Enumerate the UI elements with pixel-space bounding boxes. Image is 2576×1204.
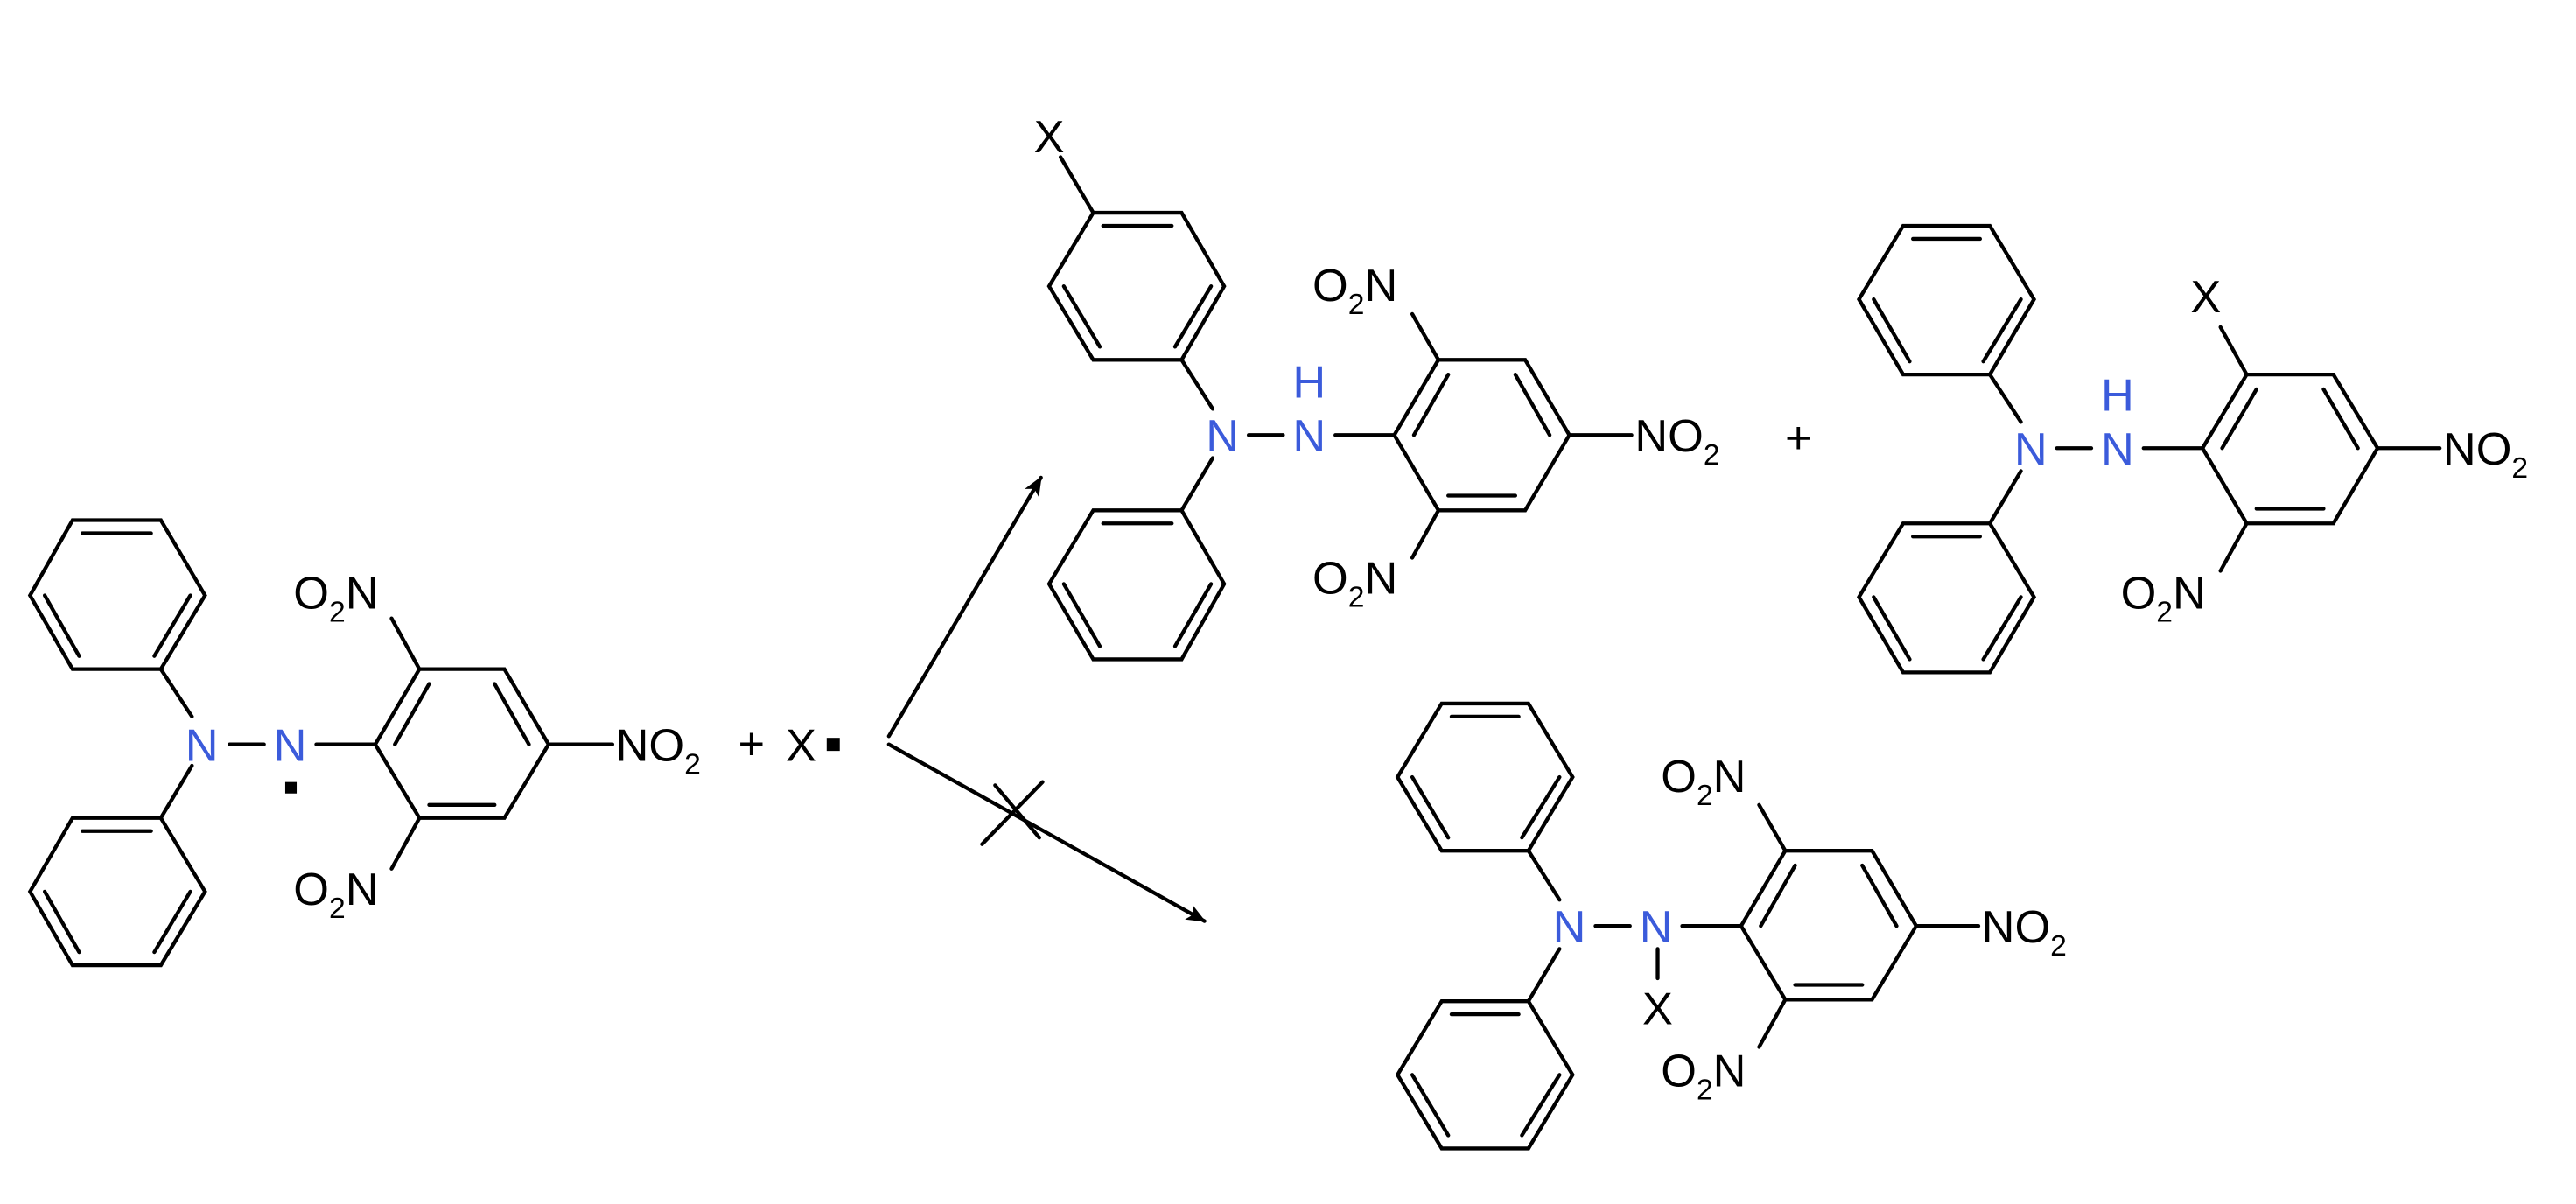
product-para-substituted: X N N H O2N O2N NO2 <box>1034 112 1720 662</box>
substituted-nitrogen-label: N <box>1640 902 1673 953</box>
amine-nitrogen-label: N <box>186 720 219 771</box>
phenyl-ring <box>1046 508 1227 662</box>
nitro-group-label: O2N <box>293 568 378 628</box>
product-picryl-substituted: N N H X O2N NO2 <box>1856 223 2528 675</box>
nitro-group-label: O2N <box>1661 1046 1746 1106</box>
nh-nitrogen-label: N <box>1292 411 1326 462</box>
nitro-group-label: O2N <box>2121 568 2206 628</box>
amine-nitrogen-label: N <box>2014 424 2048 475</box>
nitro-group-label: O2N <box>1312 261 1397 321</box>
picryl-ring <box>1739 849 1919 1002</box>
amine-nitrogen-label: N <box>1553 902 1586 953</box>
phenyl-ring <box>1856 223 2037 377</box>
radical-dot <box>826 738 840 752</box>
x-substituent-label: X <box>1034 112 1065 163</box>
plus-sign: + <box>1785 413 1812 464</box>
x-substituent-label: X <box>1642 984 1673 1034</box>
nh-nitrogen-label: N <box>2101 424 2134 475</box>
nitro-group-label: NO2 <box>2443 424 2528 485</box>
nitro-group-label: O2N <box>1312 554 1397 614</box>
nitro-group-label: O2N <box>1661 752 1746 812</box>
picryl-ring <box>2200 372 2380 526</box>
x-label: X <box>786 720 816 771</box>
plus-sign: + <box>738 718 766 769</box>
hydrogen-label: H <box>2101 370 2134 421</box>
nitro-group-label: NO2 <box>1982 902 2067 962</box>
reaction-arrow-lower <box>886 742 1207 923</box>
hydrogen-label: H <box>1292 357 1326 408</box>
amine-nitrogen-label: N <box>1206 411 1239 462</box>
radical-x: X <box>786 720 840 771</box>
phenyl-ring <box>1856 522 2037 675</box>
radical-dot <box>284 781 298 794</box>
phenyl-ring <box>27 816 207 968</box>
phenyl-ring <box>1395 999 1575 1151</box>
radical-nitrogen-label: N <box>274 720 307 771</box>
picryl-ring <box>1392 358 1572 513</box>
nitro-group-label: NO2 <box>1634 411 1719 472</box>
phenyl-ring <box>27 518 207 671</box>
nitro-group-label: NO2 <box>616 720 701 780</box>
cross-mark <box>980 780 1045 846</box>
nitro-group-label: O2N <box>293 864 378 925</box>
phenyl-ring <box>1395 701 1575 853</box>
x-substituent-label: X <box>2190 272 2221 323</box>
reaction-arrow-upper <box>886 475 1043 738</box>
picryl-ring <box>373 667 551 820</box>
phenyl-ring <box>1046 210 1227 362</box>
reactant-dpph-radical: N N O2N O2N NO2 <box>27 518 701 968</box>
product-n-substituted: N N X O2N O2N NO2 <box>1395 701 2067 1151</box>
